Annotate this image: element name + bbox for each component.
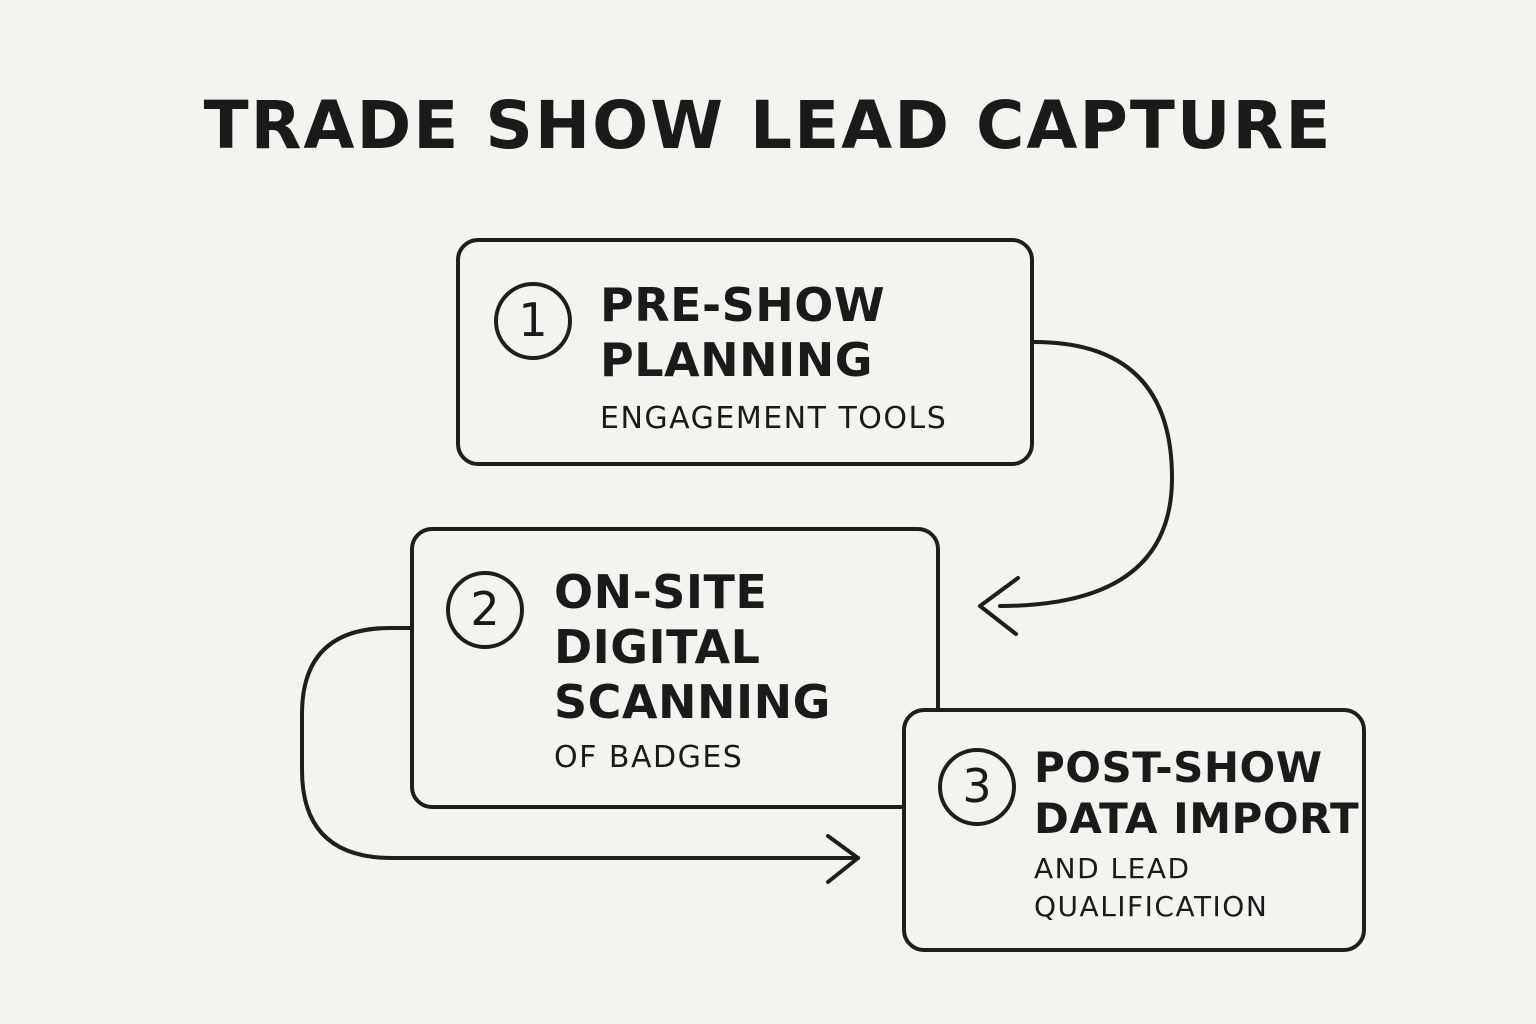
step-heading: PRE-SHOW PLANNING <box>600 278 885 388</box>
step-heading-line: DATA IMPORT <box>1034 794 1360 843</box>
step-heading: ON-SITE DIGITAL SCANNING <box>554 565 831 730</box>
step-heading-line: DIGITAL <box>554 620 761 674</box>
step-card-pre-show: 1 PRE-SHOW PLANNING ENGAGEMENT TOOLS <box>456 238 1034 466</box>
step-subtext-line: ENGAGEMENT TOOLS <box>600 401 948 436</box>
connector-step1-to-step2 <box>998 340 1175 608</box>
step-subtext-line: OF BADGES <box>554 740 744 775</box>
step-heading-line: ON-SITE <box>554 565 768 619</box>
step-heading-line: PLANNING <box>600 333 873 387</box>
step-subtext-line: AND LEAD <box>1034 852 1191 885</box>
step-heading-line: POST-SHOW <box>1034 743 1323 792</box>
step-subtext-line: QUALIFICATION <box>1034 890 1269 923</box>
arrowhead-step1-to-step2 <box>978 576 1020 636</box>
step-subtext: AND LEAD QUALIFICATION <box>1034 850 1268 926</box>
step-card-post-show: 3 POST-SHOW DATA IMPORT AND LEAD QUALIFI… <box>902 708 1366 952</box>
step-card-on-site: 2 ON-SITE DIGITAL SCANNING OF BADGES <box>410 527 940 809</box>
step-heading-line: PRE-SHOW <box>600 278 886 332</box>
arrowhead-step2-to-step3 <box>826 834 860 884</box>
step-number-badge: 2 <box>446 571 524 649</box>
step-number-badge: 1 <box>494 282 572 360</box>
step-heading-line: SCANNING <box>554 675 831 729</box>
step-heading: POST-SHOW DATA IMPORT <box>1034 742 1359 844</box>
step-subtext: OF BADGES <box>554 739 743 777</box>
step-number-badge: 3 <box>938 748 1016 826</box>
diagram-title: TRADE SHOW LEAD CAPTURE <box>203 87 1333 164</box>
step-subtext: ENGAGEMENT TOOLS <box>600 400 947 438</box>
connector-step2-to-step3 <box>300 626 860 860</box>
